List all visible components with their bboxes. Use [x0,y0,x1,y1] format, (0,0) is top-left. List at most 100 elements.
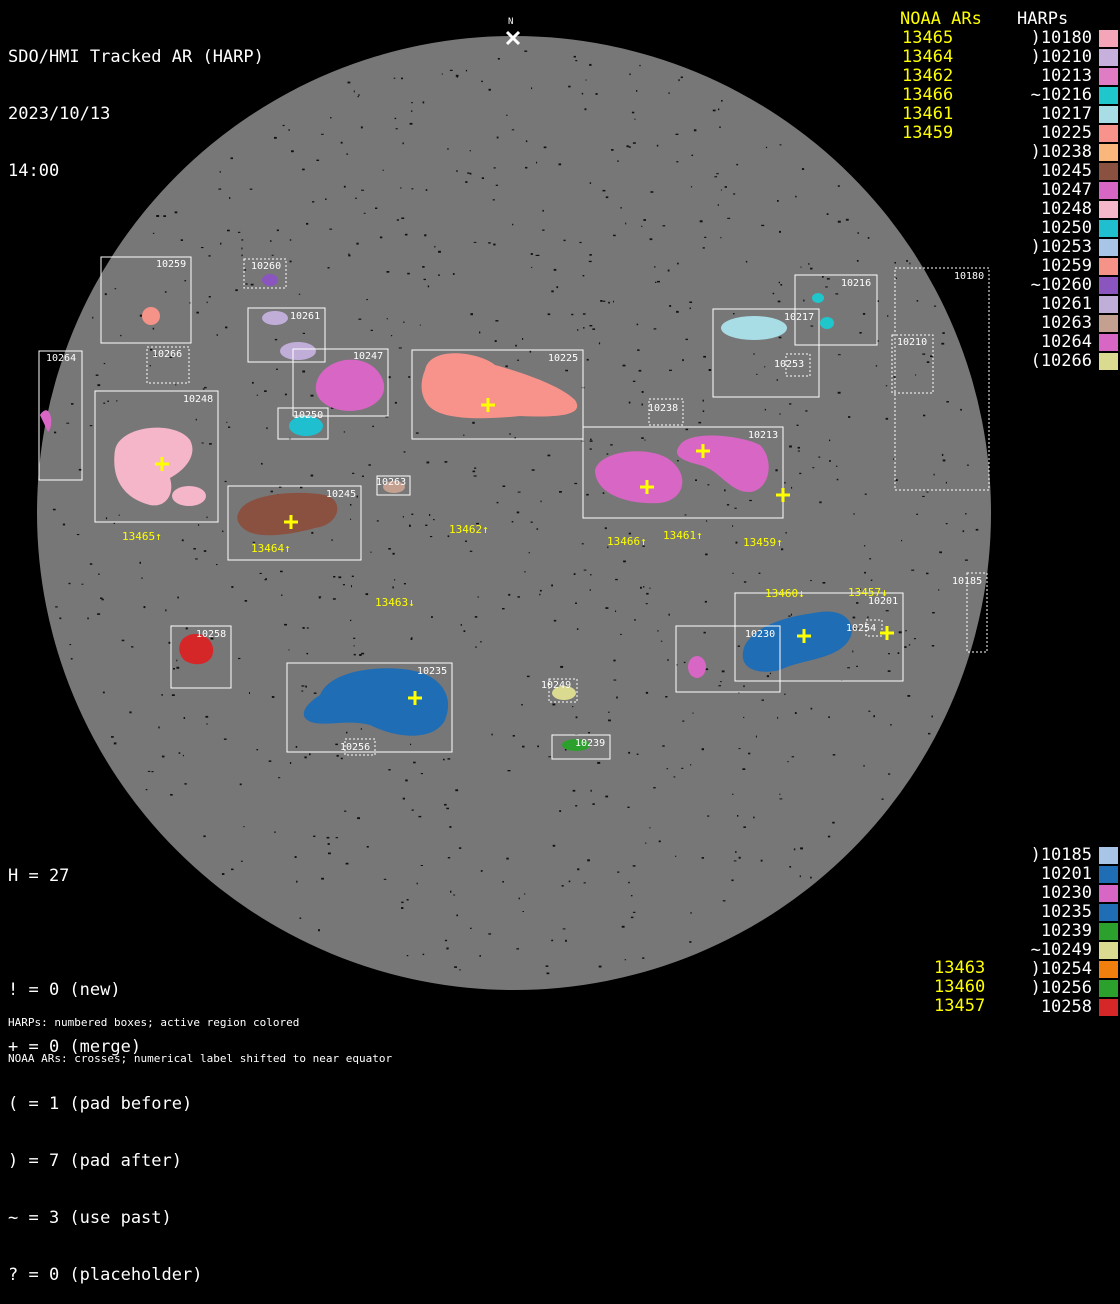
harp-legend-swatch [1099,201,1118,218]
solar-disk-image: 10259 10260 10261 10266 10247 10264 1024… [37,30,991,990]
cross-13465 [155,457,169,471]
region-10259 [142,307,160,325]
label-10249: 10249 [541,680,571,691]
label-10263: 10263 [376,477,406,488]
noaa-item: 13457 [934,996,986,1016]
region-10230 [688,656,706,678]
region-10239 [562,739,590,751]
box-10253 [785,353,811,377]
box-10260 [243,258,287,289]
header: SDO/HMI Tracked AR (HARP) 2023/10/13 14:… [8,10,264,200]
harp-legend-swatch [1099,106,1118,123]
harp-legend-swatch [1099,277,1118,294]
harps-title: HARPs [1017,9,1069,29]
noaa-label-13459: 13459↑ [743,536,783,549]
cross-13463 [408,691,422,705]
region-10216b [820,317,834,329]
harp-legend-label: )10185 [1030,845,1092,865]
stat-use-past: ~ = 3 (use past) [8,1208,172,1228]
label-10245: 10245 [326,489,356,500]
region-10264 [40,410,52,432]
region-10258 [179,633,214,665]
label-10253: 10253 [774,359,804,370]
label-10235: 10235 [417,666,447,677]
harp-legend-swatch [1099,296,1118,313]
noaa-label-13465: 13465↑ [122,530,162,543]
north-label: N [508,17,514,27]
harp-legend-swatch [1099,847,1118,864]
harp-legend-swatch [1099,239,1118,256]
time: 14:00 [8,161,60,181]
region-10248b [172,486,206,506]
harp-legend-label: ~10216 [1030,85,1092,105]
harp-legend-swatch [1099,163,1118,180]
cross-13466 [640,480,654,494]
active-regions [40,274,852,751]
label-10201: 10201 [868,596,898,607]
stat-pad-before: ( = 1 (pad before) [8,1094,193,1114]
harp-legend-label: 10259 [1040,256,1092,276]
label-10266: 10266 [152,349,182,360]
title: SDO/HMI Tracked AR (HARP) [8,47,264,67]
cross-13464 [284,515,298,529]
harp-legend-swatch [1099,999,1118,1016]
noaa-item: 13462 [902,66,954,86]
label-10238: 10238 [648,403,678,414]
noaa-item: 13460 [934,977,986,997]
label-10225: 10225 [548,353,578,364]
label-10185: 10185 [952,576,982,587]
label-10254: 10254 [846,623,876,634]
harp-legend-swatch [1099,30,1118,47]
footer: HARPs: numbered boxes; active region col… [8,993,392,1077]
footer-line1: HARPs: numbered boxes; active region col… [8,1016,300,1029]
noaa-item: 13464 [902,47,954,67]
box-10258 [170,625,232,689]
cross-13460 [797,629,811,643]
noaa-label-13462: 13462↑ [449,523,489,536]
harp-legend-label: 10213 [1040,66,1092,86]
harp-legend-label: 10250 [1040,218,1092,238]
box-10261 [247,307,326,363]
harp-legend-label: (10266 [1030,351,1092,371]
harp-boxes [38,256,990,760]
harp-legend-label: )10238 [1030,142,1092,162]
box-10185 [966,572,988,653]
noaa-item: 13465 [902,28,954,48]
label-10248: 10248 [183,394,213,405]
box-10259 [100,256,192,344]
region-10217 [721,316,787,340]
cross-13457 [880,626,894,640]
box-10213 [582,426,784,519]
stat-new: ! = 0 (new) [8,980,121,1000]
harp-legend-swatch [1099,68,1118,85]
box-10256 [344,738,376,756]
stat-placeholder: ? = 0 (placeholder) [8,1265,203,1285]
footer-line2: NOAA ARs: crosses; numerical label shift… [8,1052,393,1065]
harp-legend-swatch [1099,334,1118,351]
harp-legend-label: )10256 [1030,978,1092,998]
box-10254 [865,619,883,637]
stat-pad-after: ) = 7 (pad after) [8,1151,182,1171]
region-10201 [742,611,852,672]
harp-legend-label: 10235 [1040,902,1092,922]
box-10263 [376,475,411,496]
harp-legend-label: 10245 [1040,161,1092,181]
harp-legend-label: ~10249 [1030,940,1092,960]
harp-legend-swatch [1099,182,1118,199]
harp-legend-label: 10239 [1040,921,1092,941]
harp-legend-label: 10263 [1040,313,1092,333]
label-10180: 10180 [954,271,984,282]
harp-legend-label: 10261 [1040,294,1092,314]
harp-legend-label: 10201 [1040,864,1092,884]
harp-legend-label: )10253 [1030,237,1092,257]
harp-legend-swatch [1099,353,1118,370]
label-10264: 10264 [46,353,76,364]
harp-legend-label: 10264 [1040,332,1092,352]
date: 2023/10/13 [8,104,111,124]
region-10216 [812,293,824,303]
label-10210: 10210 [897,337,927,348]
noaa-label-13466: 13466↑ [607,535,647,548]
harp-legend-swatch [1099,144,1118,161]
harp-legend-label: )10180 [1030,28,1092,48]
